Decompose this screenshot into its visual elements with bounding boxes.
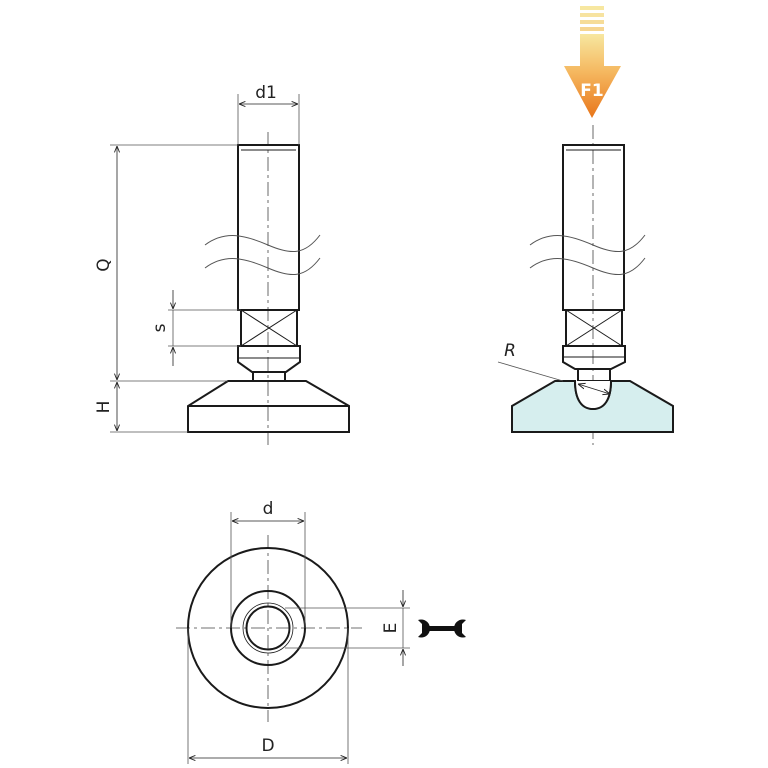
label-Q: Q bbox=[94, 258, 114, 271]
label-F1: F1 bbox=[580, 81, 603, 101]
break-line bbox=[204, 257, 321, 276]
collar bbox=[237, 345, 301, 373]
break-line bbox=[529, 234, 646, 253]
force-arrow-icon: F1 bbox=[564, 6, 621, 118]
break-line bbox=[204, 234, 321, 253]
label-E: E bbox=[381, 623, 401, 634]
side-view-right bbox=[497, 125, 674, 445]
break-line bbox=[529, 257, 646, 276]
threaded-stud bbox=[237, 144, 300, 311]
label-D: D bbox=[261, 736, 274, 756]
threaded-stud bbox=[562, 144, 625, 311]
label-s: s bbox=[150, 323, 170, 332]
stud-outline bbox=[245, 605, 291, 651]
neck bbox=[252, 371, 286, 382]
label-R: R bbox=[504, 341, 516, 361]
label-d: d bbox=[263, 499, 274, 519]
label-H: H bbox=[94, 401, 114, 414]
wrench-icon bbox=[418, 619, 466, 638]
dimensions-top bbox=[187, 512, 410, 764]
label-d1: d1 bbox=[255, 83, 277, 103]
side-view-left bbox=[187, 132, 350, 445]
neck bbox=[577, 368, 611, 382]
top-view bbox=[176, 535, 362, 722]
dimensions-left bbox=[110, 94, 300, 433]
